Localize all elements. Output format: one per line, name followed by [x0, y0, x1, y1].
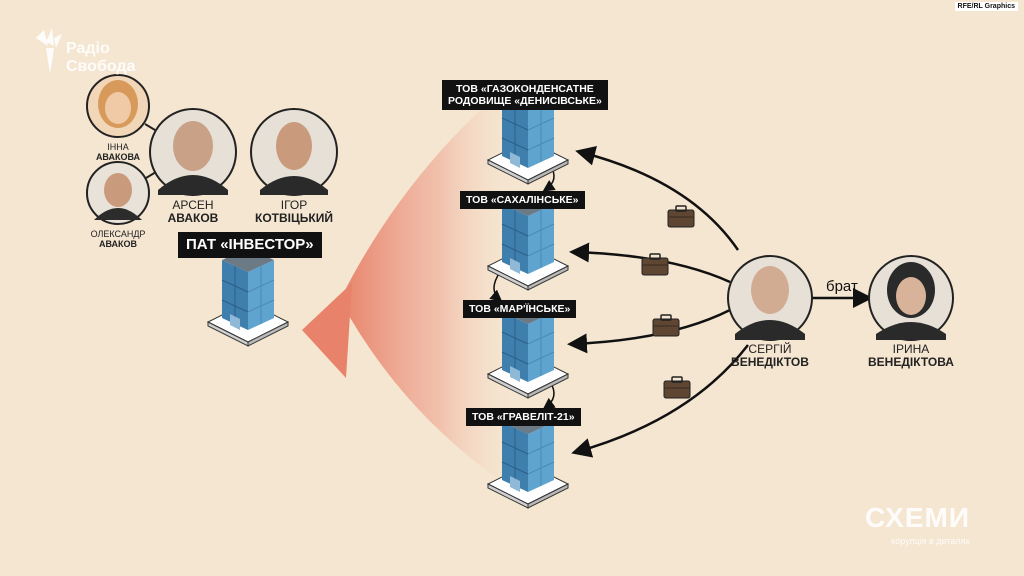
funnel-arrow-head	[302, 283, 352, 378]
investor-label: ПАТ «ІНВЕСТОР»	[178, 232, 322, 258]
last-name: КОТВІЦЬКИЙ	[255, 211, 333, 225]
family-link	[145, 171, 157, 179]
serhiy-venediktov-avatar	[727, 255, 813, 341]
first-name: ІННА	[107, 142, 129, 152]
graphics-credit: RFE/RL Graphics	[954, 2, 1018, 11]
company-label-line: РОДОВИЩЕ «ДЕНИСІВСЬКЕ»	[448, 95, 602, 107]
first-name: ІГОР	[280, 198, 308, 212]
investor-building-icon	[207, 247, 289, 347]
person-oleksandr-avakov: ОЛЕКСАНДР АВАКОВ	[78, 229, 158, 249]
last-name: АВАКОВ	[167, 211, 219, 225]
iryna-venediktova-avatar	[868, 255, 954, 341]
company-label-line: ТОВ «ГАЗОКОНДЕНСАТНЕ	[456, 83, 594, 95]
person-arsen-avakov: АРСЕН АВАКОВ	[153, 199, 233, 225]
first-name: АРСЕН	[172, 198, 214, 212]
person-serhiy-venediktov: СЕРГІЙ ВЕНЕДІКТОВ	[720, 343, 820, 369]
company-label-denysivske: ТОВ «ГАЗОКОНДЕНСАТНЕ РОДОВИЩЕ «ДЕНИСІВСЬ…	[442, 80, 608, 110]
first-name: ІРИНА	[892, 342, 930, 356]
arsen-avakov-avatar	[149, 108, 237, 196]
schemy-subtitle: корупція в деталях	[891, 536, 970, 546]
last-name: АВАКОВ	[98, 239, 138, 249]
person-ihor-kotvitskyi: ІГОР КОТВІЦЬКИЙ	[249, 199, 339, 225]
flow-arrow-4	[571, 344, 749, 458]
ihor-kotvitskyi-avatar	[250, 108, 338, 196]
company-label-sakhalinske: ТОВ «САХАЛІНСЬКЕ»	[460, 191, 585, 209]
last-name: ВЕНЕДІКТОВ	[731, 355, 809, 369]
briefcase-icon	[652, 314, 680, 337]
first-name: СЕРГІЙ	[748, 342, 792, 356]
radio-svoboda-wordmark: Радіо Свобода	[66, 40, 135, 76]
company-label-gravelit: ТОВ «ГРАВЕЛІТ-21»	[466, 408, 581, 426]
last-name: АВАКОВА	[95, 152, 141, 162]
last-name: ВЕНЕДІКТОВА	[868, 355, 954, 369]
money-flow-funnel	[340, 92, 520, 480]
flow-arrow-1	[575, 146, 740, 251]
person-inna-avakova: ІННА АВАКОВА	[88, 142, 148, 162]
flow-arrow-3	[567, 308, 731, 354]
company-label-marinske: ТОВ «МАР'ЇНСЬКЕ»	[463, 300, 577, 318]
oleksandr-avakov-avatar	[86, 161, 150, 225]
logo-line1: Радіо	[66, 40, 110, 57]
inna-avakova-avatar	[86, 74, 150, 138]
first-name: ОЛЕКСАНДР	[90, 229, 146, 239]
person-iryna-venediktova: ІРИНА ВЕНЕДІКТОВА	[856, 343, 966, 369]
logo-line2: Свобода	[66, 58, 136, 75]
radio-svoboda-logo-icon	[36, 28, 62, 74]
briefcase-icon	[663, 376, 691, 399]
schemy-watermark: СХЕМИ	[865, 502, 970, 533]
briefcase-icon	[667, 205, 695, 228]
relation-label: брат	[826, 278, 858, 295]
family-link	[144, 123, 156, 131]
